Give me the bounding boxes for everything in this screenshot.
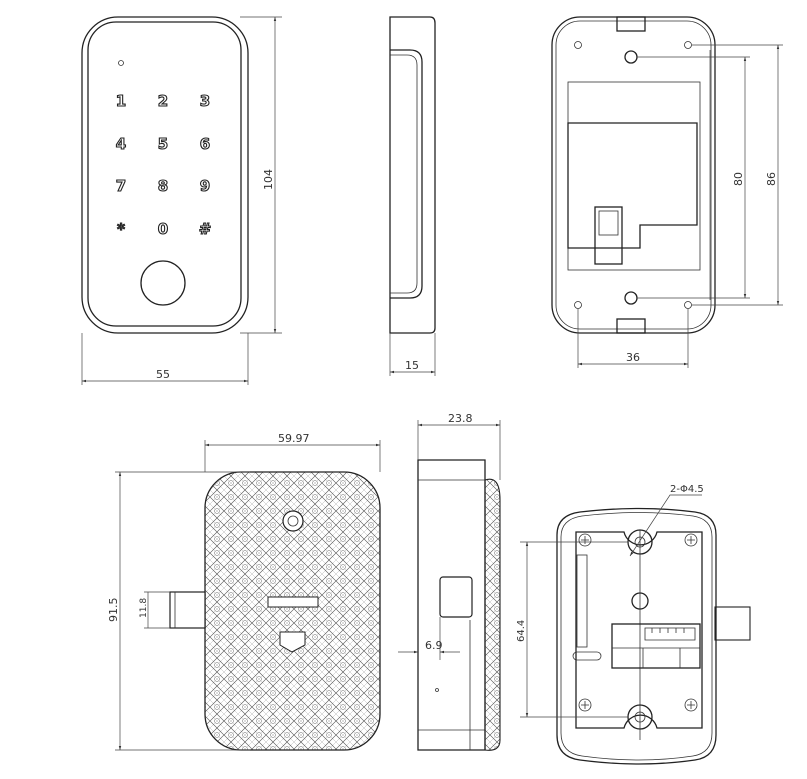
dim-mount-width: 36 <box>626 351 640 364</box>
key-3: 3 <box>200 92 210 110</box>
dim-side-depth: 15 <box>405 359 419 372</box>
key-4: 4 <box>116 135 126 153</box>
key-6: 6 <box>200 135 210 153</box>
lock-body-back-view: 64.4 2-Φ4.5 <box>516 484 751 765</box>
key-hash: # <box>199 220 212 238</box>
dim-front-height: 104 <box>262 169 275 190</box>
key-star: * <box>117 220 125 238</box>
key-0: 0 <box>158 220 168 238</box>
dim-bolt-offset: 6.9 <box>425 639 443 652</box>
lock-body-side-view: 23.8 6.9 <box>398 412 501 751</box>
dim-front-width: 55 <box>156 368 170 381</box>
key-5: 5 <box>158 135 168 153</box>
dim-lock-height: 91.5 <box>107 598 120 623</box>
key-8: 8 <box>158 177 168 195</box>
key-2: 2 <box>158 92 168 110</box>
key-1: 1 <box>116 92 126 110</box>
dim-mount-outer-height: 86 <box>765 172 778 186</box>
key-7: 7 <box>116 177 126 195</box>
hole-callout: 2-Φ4.5 <box>670 484 704 495</box>
mounting-plate-view: 80 86 36 <box>551 16 783 368</box>
lock-body-front-view: 59.97 91.5 11.8 <box>107 432 381 751</box>
key-9: 9 <box>200 177 210 195</box>
fingerprint-sensor-icon <box>140 260 186 306</box>
dim-lock-depth: 23.8 <box>448 412 473 425</box>
dim-hole-spacing: 64.4 <box>516 620 527 642</box>
dim-bolt-height: 11.8 <box>139 598 149 618</box>
led-indicator-icon <box>118 60 124 66</box>
dim-mount-inner-height: 80 <box>732 172 745 186</box>
dim-lock-width: 59.97 <box>278 432 310 445</box>
keypad-side-view: 15 <box>389 16 436 376</box>
keypad-front-view: 1 2 3 4 5 6 7 8 9 * 0 # 104 55 <box>81 16 282 385</box>
